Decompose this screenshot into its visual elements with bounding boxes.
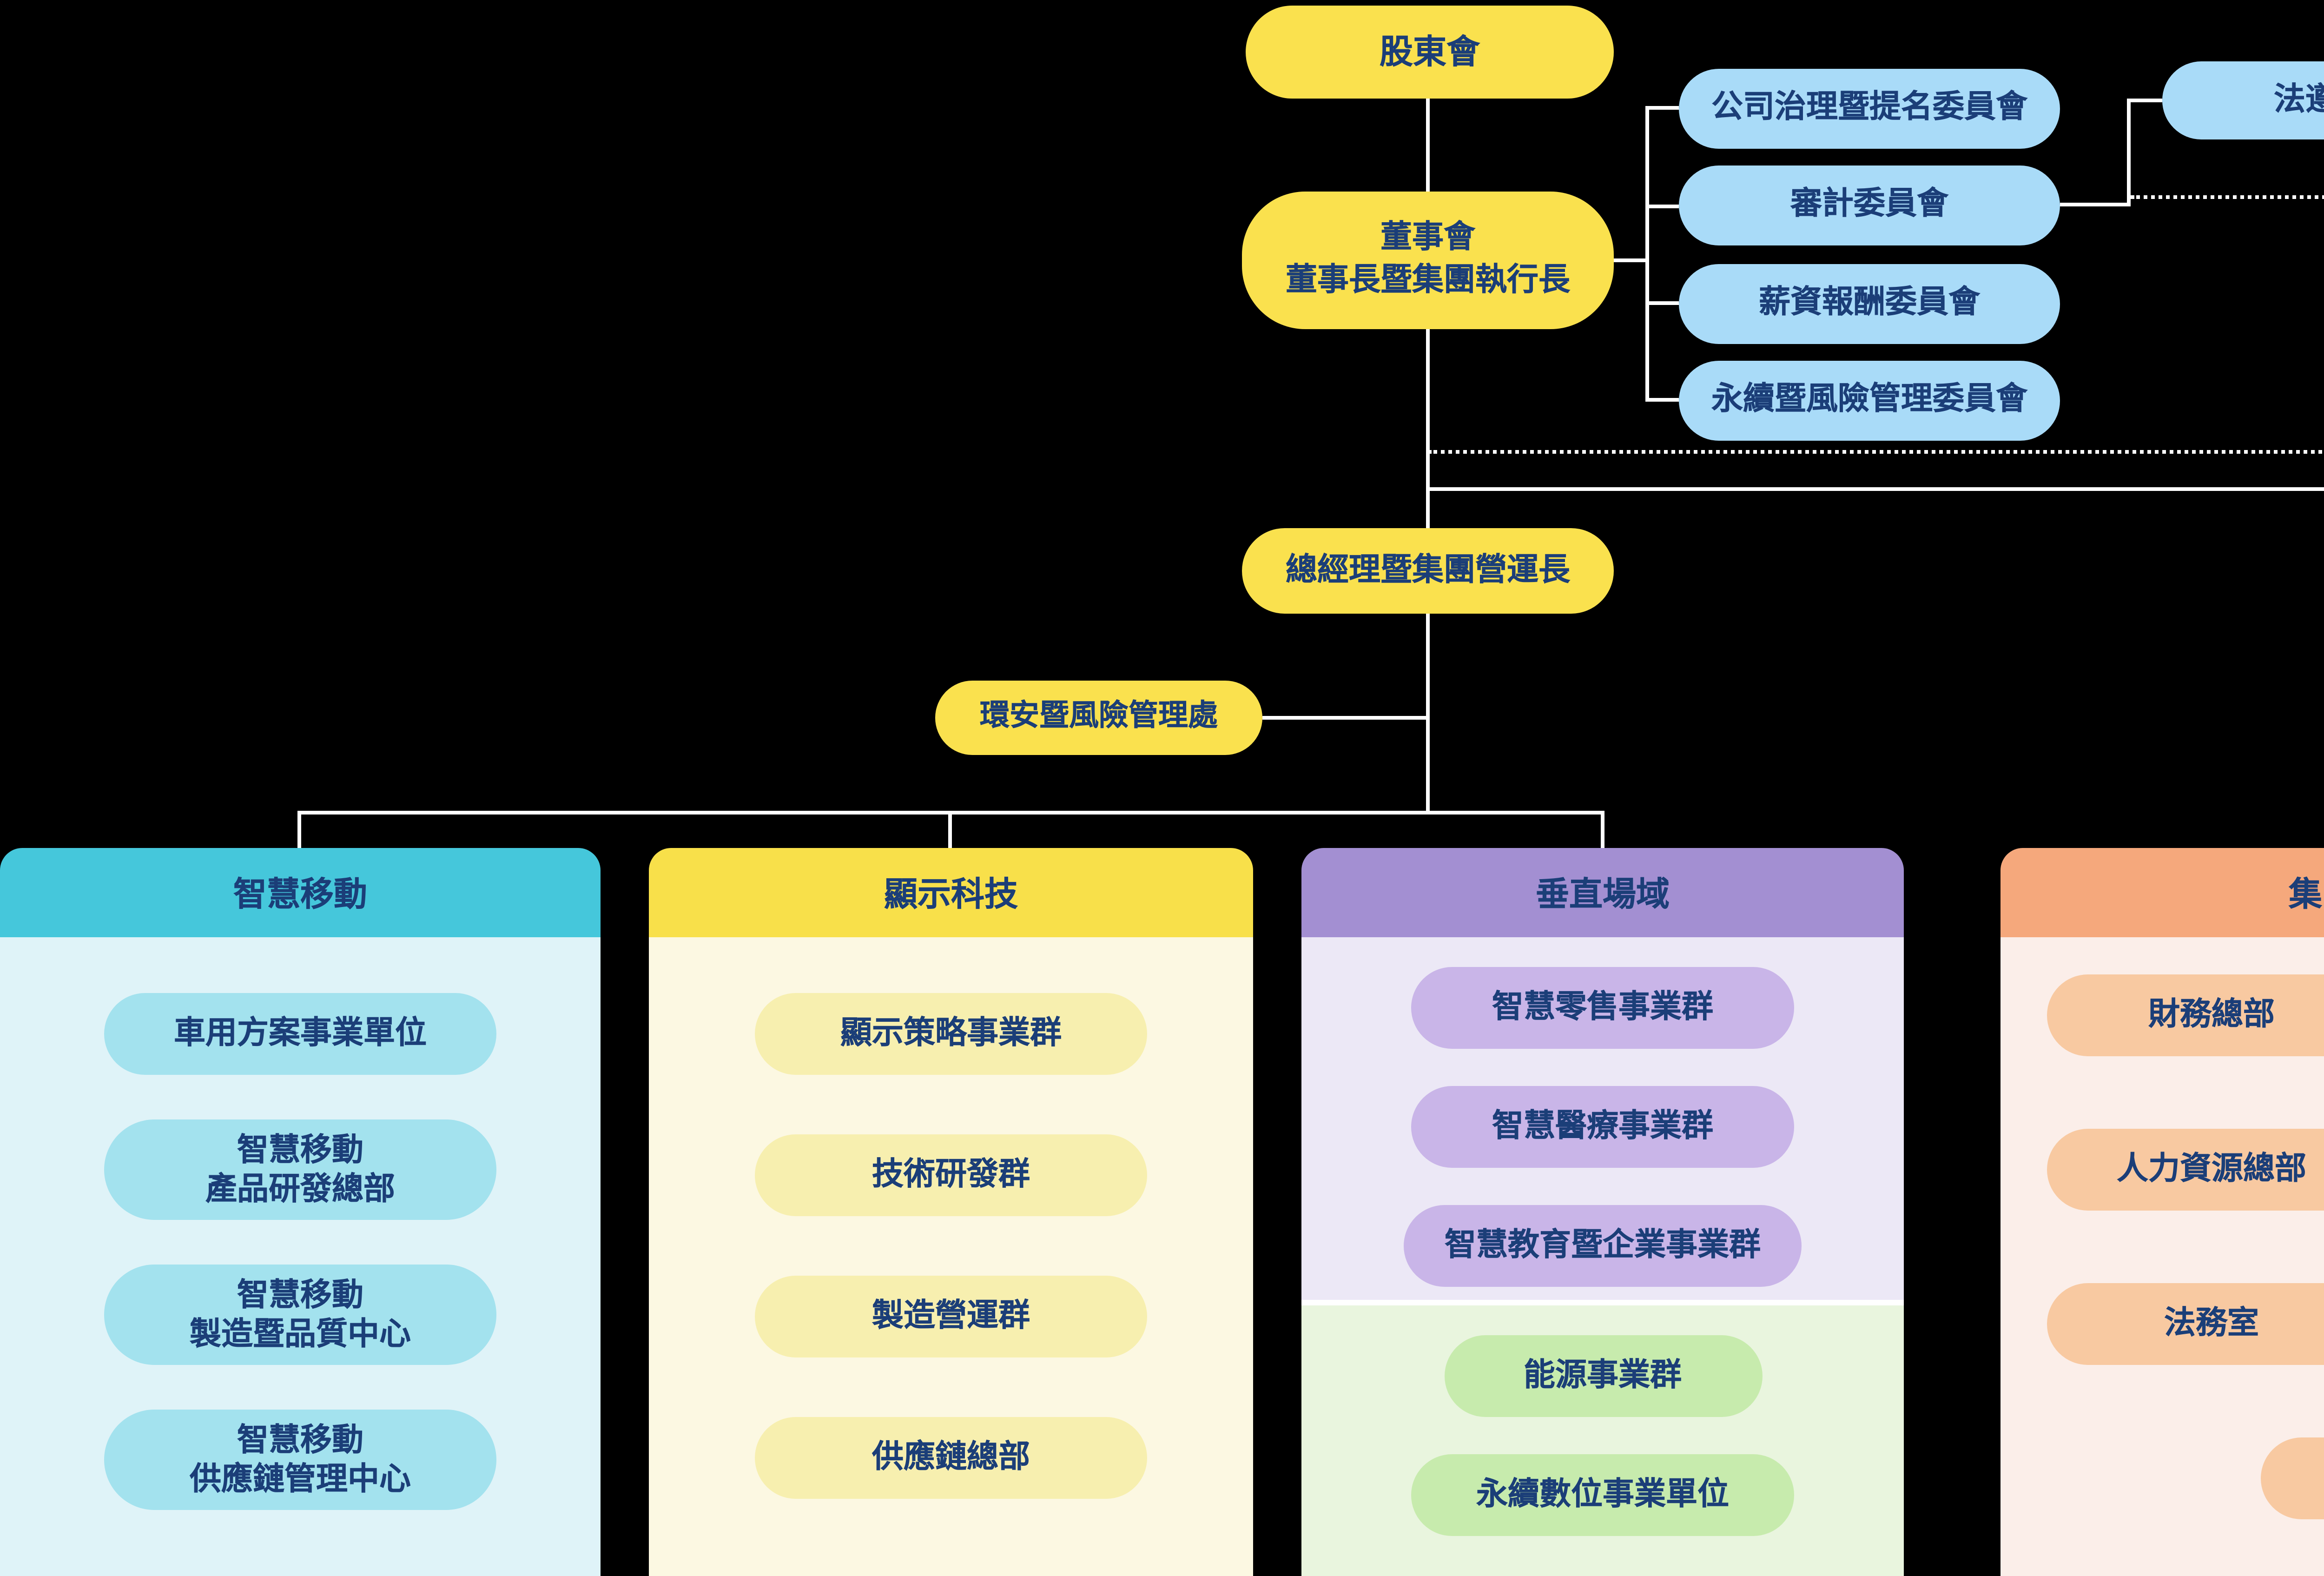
line-stub-smart-mobility <box>297 811 301 848</box>
unit-display-strategy-bg: 顯示策略事業群 <box>755 993 1147 1075</box>
line-committee-stub-1 <box>1645 106 1679 110</box>
column-vertical-domains-title: 垂直場域 <box>1301 848 1904 937</box>
dotted-compliance-to-center <box>1428 450 2324 454</box>
unit-smart-education-enterprise-bg: 智慧教育暨企業事業群 <box>1404 1205 1802 1287</box>
line-committee-bracket <box>1645 106 1649 402</box>
column-group-support-body: 財務總部 數位技術發展總部 人力資源總部 永續發展總部 法務室 策略投資管理中心… <box>2000 937 2324 1576</box>
line-stub-vertical-domains <box>1601 811 1604 848</box>
board-chairman-node: 董事會 董事長暨集團執行長 <box>1242 192 1614 329</box>
line-audit-to-riser <box>2060 203 2131 206</box>
unit-supply-chain-hq: 供應鏈總部 <box>755 1417 1147 1499</box>
line-ehs-connector <box>1262 716 1428 720</box>
shareholders-node: 股東會 <box>1246 6 1614 99</box>
unit-audit-management-office: 稽核管理處 <box>2261 1437 2324 1519</box>
column-vertical-domains-purple-section: 智慧零售事業群 智慧醫療事業群 智慧教育暨企業事業群 <box>1301 937 1904 1300</box>
column-display-tech-body: 顯示策略事業群 技術研發群 製造營運群 供應鏈總部 <box>649 937 1253 1576</box>
column-group-support-title: 集團營運支援單位 <box>2000 848 2324 937</box>
committee-sustainability-risk-node: 永續暨風險管理委員會 <box>1679 361 2060 441</box>
line-shareholders-board <box>1426 99 1430 192</box>
dotted-audit-to-right-edge <box>2131 195 2324 199</box>
unit-energy-bg: 能源事業群 <box>1444 1335 1762 1417</box>
column-smart-mobility: 智慧移動 車用方案事業單位 智慧移動 產品研發總部 智慧移動 製造暨品質中心 智… <box>0 848 601 1576</box>
committee-compensation-node: 薪資報酬委員會 <box>1679 264 2060 344</box>
line-committee-stub-3 <box>1645 301 1679 305</box>
column-smart-mobility-title: 智慧移動 <box>0 848 601 937</box>
column-group-support: 集團營運支援單位 財務總部 數位技術發展總部 人力資源總部 永續發展總部 法務室… <box>2000 848 2324 1576</box>
line-riser-to-compliance <box>2131 99 2162 102</box>
unit-smart-retail-bg: 智慧零售事業群 <box>1411 967 1794 1049</box>
line-committee-stub-4 <box>1645 398 1679 402</box>
unit-legal-office: 法務室 <box>2046 1283 2324 1365</box>
unit-hr-hq: 人力資源總部 <box>2046 1129 2324 1211</box>
vertical-domains-section-divider <box>1301 1300 1904 1305</box>
unit-mfg-operations-group: 製造營運群 <box>755 1276 1147 1357</box>
unit-mobility-supply-chain: 智慧移動 供應鏈管理中心 <box>104 1410 496 1510</box>
committee-governance-nomination-node: 公司治理暨提名委員會 <box>1679 69 2060 149</box>
unit-mobility-mfg-quality: 智慧移動 製造暨品質中心 <box>104 1265 496 1365</box>
unit-tech-rd-group: 技術研發群 <box>755 1134 1147 1216</box>
chief-compliance-counsel-node: 法遵總顧問 <box>2162 61 2324 139</box>
line-board-to-committees <box>1614 258 1647 262</box>
line-support-branch-horizontal <box>1428 487 2324 491</box>
line-stub-display-tech <box>948 811 952 848</box>
unit-automotive-solutions: 車用方案事業單位 <box>104 993 496 1075</box>
line-committee-stub-2 <box>1645 205 1679 208</box>
column-vertical-domains-green-section: 能源事業群 永續數位事業單位 <box>1301 1305 1904 1576</box>
column-display-tech-title: 顯示科技 <box>649 848 1253 937</box>
unit-finance-hq: 財務總部 <box>2046 974 2324 1056</box>
committee-audit-node: 審計委員會 <box>1679 166 2060 245</box>
ehs-risk-office-node: 環安暨風險管理處 <box>935 681 1262 755</box>
column-smart-mobility-body: 車用方案事業單位 智慧移動 產品研發總部 智慧移動 製造暨品質中心 智慧移動 供… <box>0 937 601 1576</box>
column-vertical-domains: 垂直場域 智慧零售事業群 智慧醫療事業群 智慧教育暨企業事業群 能源事業群 永續… <box>1301 848 1904 1576</box>
unit-mobility-product-rd: 智慧移動 產品研發總部 <box>104 1119 496 1220</box>
unit-sustainable-digital-bu: 永續數位事業單位 <box>1411 1454 1794 1536</box>
line-compliance-riser <box>2127 99 2131 206</box>
column-display-tech: 顯示科技 顯示策略事業群 技術研發群 製造營運群 供應鏈總部 <box>649 848 1253 1576</box>
president-coo-node: 總經理暨集團營運長 <box>1242 528 1614 614</box>
unit-smart-medical-bg: 智慧醫療事業群 <box>1411 1086 1794 1168</box>
